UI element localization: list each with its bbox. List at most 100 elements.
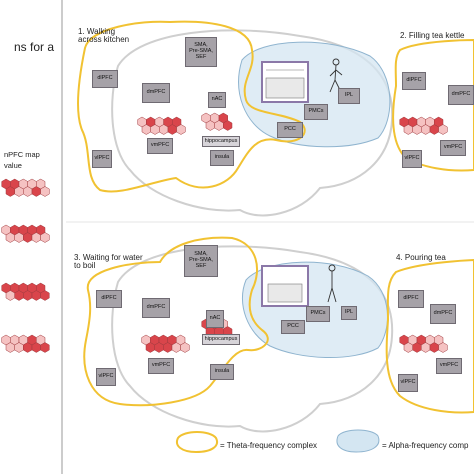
sma-label-1: SMA,: [194, 251, 208, 258]
vmpfc-box: vmPFC: [440, 140, 466, 156]
legend-theta-label: = Theta-frequency complex: [220, 441, 318, 450]
hex-cell: [150, 124, 160, 135]
hex-cell: [5, 232, 15, 243]
panel-2-hex-grid: [399, 116, 448, 135]
stove-icon: [267, 283, 303, 303]
hex-cell: [176, 124, 186, 135]
hex-cell: [438, 342, 448, 353]
vlpfc-box: vlPFC: [96, 368, 116, 386]
hex-cell: [5, 290, 15, 301]
hex-cell: [159, 124, 169, 135]
brain-outline: [111, 29, 394, 217]
hex-cell: [14, 186, 24, 197]
ipl-box: IPL: [338, 88, 360, 104]
left-hex-grid-1: [1, 178, 50, 197]
panel-1-graphics: [77, 20, 394, 217]
dmpfc-box: dmPFC: [142, 298, 170, 318]
legend-theta-swatch: [176, 431, 218, 454]
hex-cell: [5, 342, 15, 353]
left-map-label-2: value: [4, 161, 22, 170]
hex-cell: [40, 232, 50, 243]
panel-3-title: 3. Waiting for water to boil: [74, 253, 143, 271]
sma-label-3: SEF: [195, 53, 207, 60]
panel-3-title-line-2: to boil: [74, 261, 96, 271]
vlpfc-box: vlPFC: [402, 150, 422, 168]
hex-cell: [154, 342, 164, 353]
hex-cell: [205, 120, 215, 131]
hex-cell: [429, 124, 439, 135]
hex-cell: [14, 290, 24, 301]
panel-3-title-line-1: 3. Waiting for water: [74, 253, 143, 262]
panel-1-title: 1. Walking across kitchen: [78, 27, 130, 45]
dlpfc-box: dlPFC: [92, 70, 118, 88]
panel-1-title-line-2: across kitchen: [78, 35, 130, 45]
sma-label-2: Pre-SMA,: [189, 257, 213, 264]
hex-cell: [421, 342, 431, 353]
hex-cell: [31, 186, 41, 197]
hex-cell: [403, 342, 413, 353]
panel-1-hex-grid: [137, 116, 186, 135]
left-hex-grid-4: [1, 334, 50, 353]
hex-cell: [180, 342, 190, 353]
left-hex-grid-3: [1, 282, 50, 301]
walking-figure-icon: [329, 58, 343, 93]
theta-complex: [77, 20, 306, 193]
insula-box: insula: [210, 150, 234, 166]
panel-4-title: 4. Pouring tea: [396, 253, 446, 262]
hippocampus-box: hippocampus: [202, 136, 240, 147]
vmpfc-hex-maps: [1, 112, 448, 353]
left-map-label-1: nPFC map: [4, 150, 40, 159]
hex-cell: [40, 186, 50, 197]
vmpfc-box: vmPFC: [148, 358, 174, 374]
hex-cell: [421, 124, 431, 135]
hex-cell: [23, 186, 33, 197]
panel-4-hex-grid: [399, 334, 448, 353]
sma-label-3: SEF: [195, 262, 207, 269]
pcc-box: PCC: [277, 122, 303, 138]
hex-cell: [31, 342, 41, 353]
hex-cell: [412, 342, 422, 353]
kitchen-counter-icon: [265, 77, 305, 99]
vmpfc-box: vmPFC: [147, 138, 173, 154]
panel-1-hippo-hex-grid: [201, 112, 233, 131]
nac-box: nAC: [206, 310, 224, 328]
hex-cell: [31, 290, 41, 301]
left-heading: ns for a: [14, 40, 55, 54]
hex-cell: [14, 232, 24, 243]
panel-2-title: 2. Filling tea kettle: [400, 31, 465, 40]
hex-cell: [141, 124, 151, 135]
vlpfc-box: vlPFC: [398, 374, 418, 392]
hex-cell: [14, 342, 24, 353]
legend-alpha-label: = Alpha-frequency comp: [382, 441, 469, 450]
vlpfc-box: vlPFC: [92, 150, 112, 168]
hippocampus-box: hippocampus: [202, 334, 240, 345]
hex-cell: [438, 124, 448, 135]
dmpfc-box: dmPFC: [448, 85, 474, 105]
hex-cell: [23, 342, 33, 353]
hex-cell: [40, 342, 50, 353]
dmpfc-box: dmPFC: [430, 304, 456, 324]
pmcs-box: PMCs: [306, 306, 330, 322]
hex-cell: [429, 342, 439, 353]
hex-cell: [214, 120, 224, 131]
hex-cell: [23, 290, 33, 301]
pmcs-box: PMCs: [304, 104, 328, 120]
left-hex-grid-2: [1, 224, 50, 243]
panel-3-hex-grid: [141, 334, 190, 353]
brain-outline: [111, 245, 394, 433]
panel-4-graphics: [385, 258, 474, 414]
hex-cell: [23, 232, 33, 243]
dmpfc-box: dmPFC: [142, 83, 170, 103]
dlpfc-box: dlPFC: [398, 290, 424, 308]
hex-cell: [40, 290, 50, 301]
sma-label-1: SMA,: [194, 42, 208, 49]
hex-cell: [223, 120, 233, 131]
ipl-box: IPL: [341, 306, 357, 320]
hex-cell: [412, 124, 422, 135]
hex-cell: [163, 342, 173, 353]
vmpfc-box: vmPFC: [436, 358, 462, 374]
hex-cell: [167, 124, 177, 135]
standing-figure-icon: [327, 264, 337, 303]
